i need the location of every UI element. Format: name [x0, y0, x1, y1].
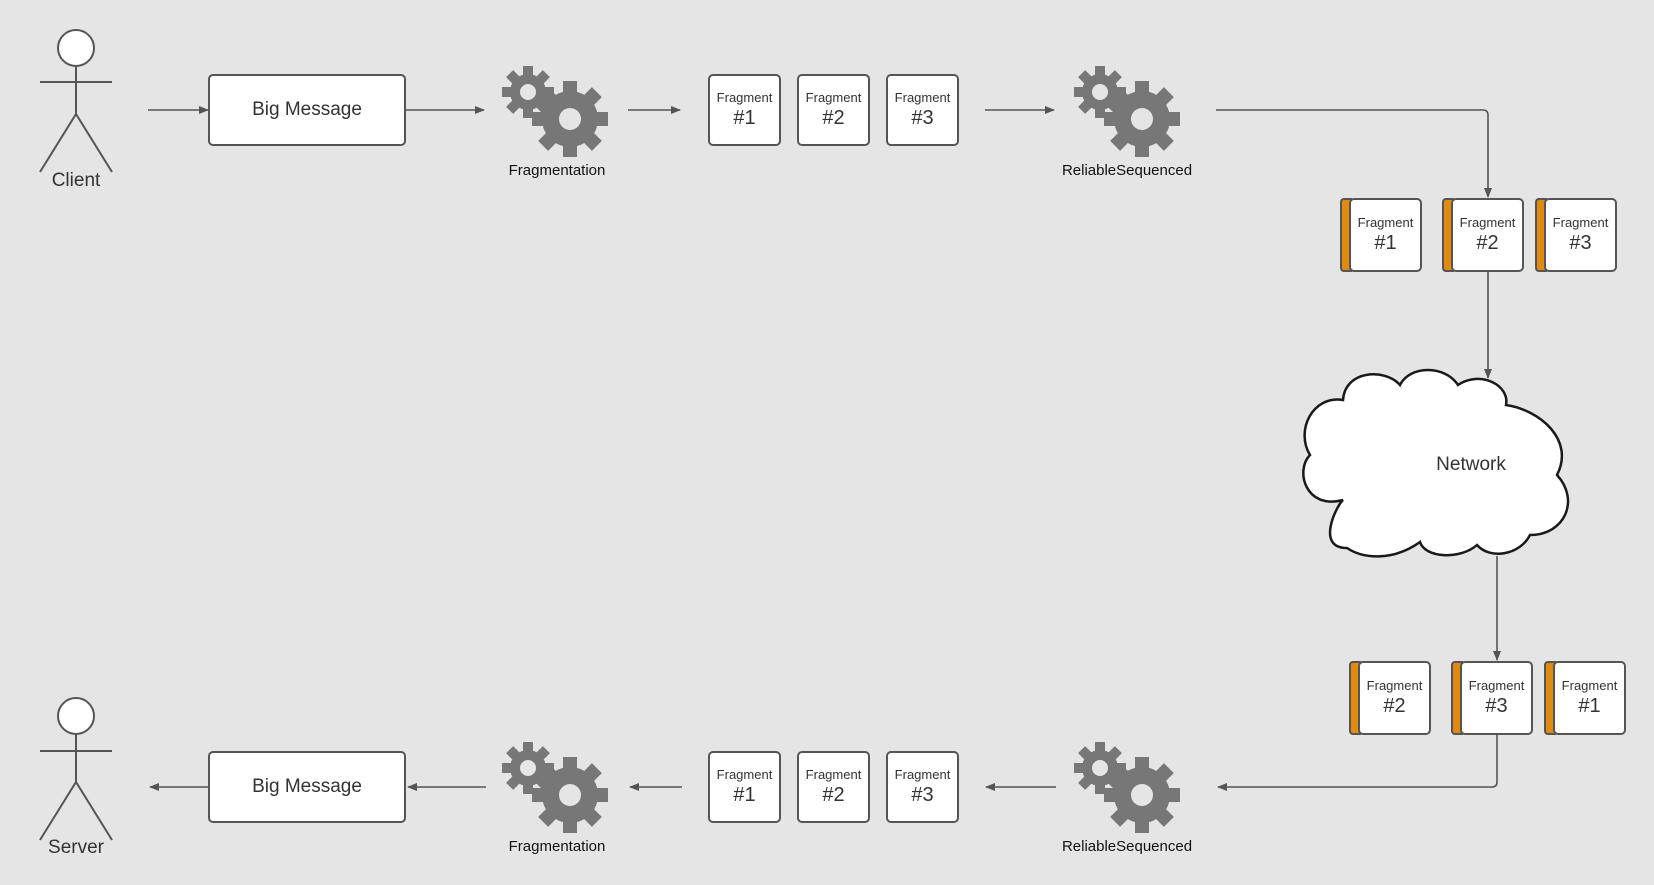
fragment-bottom-3: Fragment#3: [886, 751, 959, 823]
fragment-number: #2: [1476, 231, 1499, 254]
big-message-top: Big Message: [208, 74, 406, 146]
big-message-bottom: Big Message: [208, 751, 406, 823]
bottom-fragmentation-label: Fragmentation: [508, 838, 606, 855]
fragment-bottom-1: Fragment#1: [708, 751, 781, 823]
network-cloud-icon: [1302, 368, 1570, 558]
fragment-number: #2: [822, 783, 845, 806]
fragment-word: Fragment: [805, 767, 862, 783]
fragment-number: #2: [822, 106, 845, 129]
fragment-word: Fragment: [716, 767, 773, 783]
fragment-number: #3: [911, 106, 934, 129]
tagged-fragment-top-1: Fragment#1: [1349, 198, 1422, 272]
gear-icon-top-fragmentation: [502, 66, 608, 157]
bottom-reliable-label: ReliableSequenced: [1061, 838, 1193, 855]
tagged-fragment-bottom-1: Fragment#2: [1358, 661, 1431, 735]
tagged-fragment-bottom-2: Fragment#3: [1460, 661, 1533, 735]
fragment-word: Fragment: [894, 767, 951, 783]
network-label: Network: [1436, 454, 1506, 475]
fragment-word: Fragment: [716, 90, 773, 106]
top-fragmentation-label: Fragmentation: [508, 162, 606, 179]
fragment-number: #1: [733, 106, 756, 129]
fragment-top-1: Fragment#1: [708, 74, 781, 146]
gear-icon-bottom-reliable: [1074, 742, 1180, 833]
fragment-number: #3: [1485, 694, 1508, 717]
fragment-word: Fragment: [1366, 678, 1423, 694]
fragment-word: Fragment: [1552, 215, 1609, 231]
top-reliable-label: ReliableSequenced: [1061, 162, 1193, 179]
fragment-number: #3: [1569, 231, 1592, 254]
server-actor-icon: [39, 697, 113, 841]
server-label: Server: [48, 837, 104, 858]
gear-icon-top-reliable: [1074, 66, 1180, 157]
fragment-word: Fragment: [1357, 215, 1414, 231]
fragment-word: Fragment: [1561, 678, 1618, 694]
fragment-number: #2: [1383, 694, 1406, 717]
fragment-word: Fragment: [894, 90, 951, 106]
fragment-number: #3: [911, 783, 934, 806]
tagged-fragment-top-3: Fragment#3: [1544, 198, 1617, 272]
arrow-tagged-to-reliable: [1217, 734, 1498, 791]
fragment-top-3: Fragment#3: [886, 74, 959, 146]
tagged-fragment-bottom-3: Fragment#1: [1553, 661, 1626, 735]
fragment-word: Fragment: [1459, 215, 1516, 231]
fragment-number: #1: [733, 783, 756, 806]
fragment-number: #1: [1578, 694, 1601, 717]
client-actor-icon: [39, 29, 113, 173]
fragment-bottom-2: Fragment#2: [797, 751, 870, 823]
client-label: Client: [51, 170, 101, 191]
fragment-word: Fragment: [805, 90, 862, 106]
fragment-number: #1: [1374, 231, 1397, 254]
gear-icon-bottom-fragmentation: [502, 742, 608, 833]
fragment-top-2: Fragment#2: [797, 74, 870, 146]
arrow-reliable-to-tagged: [1216, 109, 1492, 198]
fragment-word: Fragment: [1468, 678, 1525, 694]
tagged-fragment-top-2: Fragment#2: [1451, 198, 1524, 272]
